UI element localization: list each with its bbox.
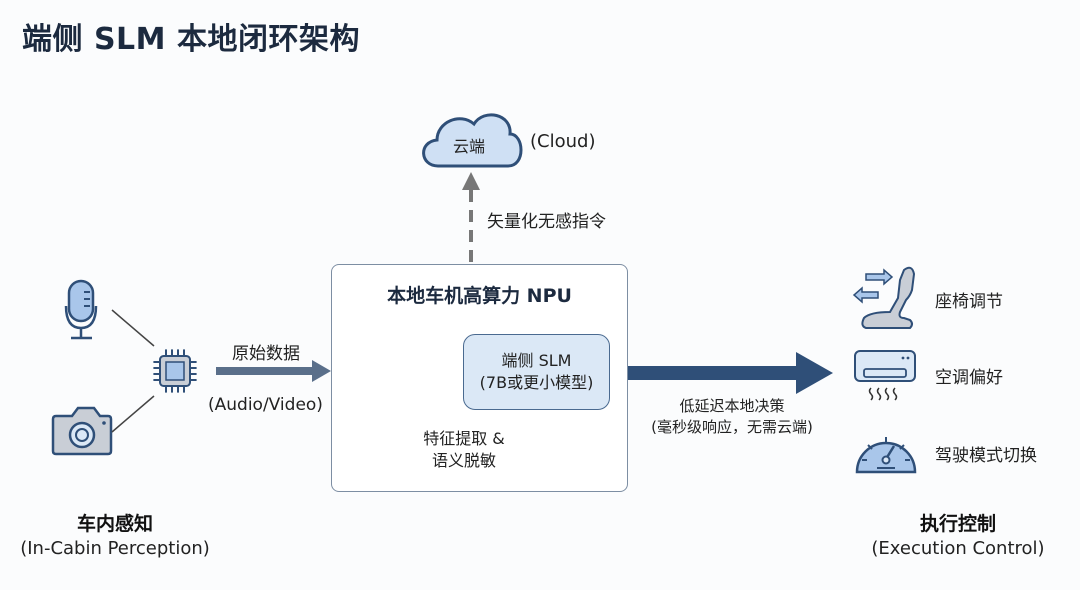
decision-arrow: [627, 352, 833, 394]
uplink-arrow: [462, 172, 480, 262]
uplink-label: 矢量化无感指令: [487, 212, 606, 232]
npu-title: 本地车机高算力 NPU: [387, 285, 572, 307]
raw-data-sublabel: (Audio/Video): [208, 395, 323, 415]
raw-data-label: 原始数据: [232, 344, 300, 364]
camera-connector-line: [111, 395, 155, 433]
perception-section-title: 车内感知: [76, 513, 153, 535]
camera-icon: [51, 406, 113, 456]
cloud-icon: [422, 113, 523, 168]
slm-label-line1: 端侧 SLM: [501, 351, 572, 370]
mic-connector-line: [111, 309, 155, 347]
execution-item-seat: 座椅调节: [935, 292, 1003, 312]
decision-label: 低延迟本地决策 (毫秒级响应，无需云端): [628, 396, 836, 438]
page-title: 端侧 SLM 本地闭环架构: [22, 22, 360, 57]
feature-label-line1: 特征提取 &: [423, 429, 505, 448]
cloud-en-label: (Cloud): [530, 131, 596, 152]
cloud-label: 云端: [453, 137, 486, 156]
seat-adjust-icon: [852, 266, 916, 329]
chip-core: [165, 361, 185, 381]
feature-extraction-label: 特征提取 & 语义脱敏: [405, 428, 523, 472]
slm-label: 端侧 SLM (7B或更小模型): [463, 350, 610, 394]
execution-item-drive-mode: 驾驶模式切换: [935, 446, 1037, 466]
slm-box: [463, 334, 610, 410]
raw-data-arrow: [216, 360, 331, 382]
air-conditioner-icon: [854, 350, 916, 401]
execution-section-subtitle: (Execution Control): [871, 538, 1045, 559]
feature-label-line2: 语义脱敏: [431, 451, 496, 470]
perception-section-subtitle: (In-Cabin Perception): [20, 538, 210, 559]
sensor-chip-icon: [153, 349, 197, 393]
microphone-icon: [64, 279, 98, 340]
speedometer-icon: [855, 437, 917, 474]
execution-item-ac: 空调偏好: [935, 368, 1003, 388]
decision-label-line2: (毫秒级响应，无需云端): [651, 418, 813, 436]
decision-label-line1: 低延迟本地决策: [679, 397, 785, 415]
execution-section-title: 执行控制: [919, 513, 996, 535]
slm-label-line2: (7B或更小模型): [479, 373, 594, 392]
